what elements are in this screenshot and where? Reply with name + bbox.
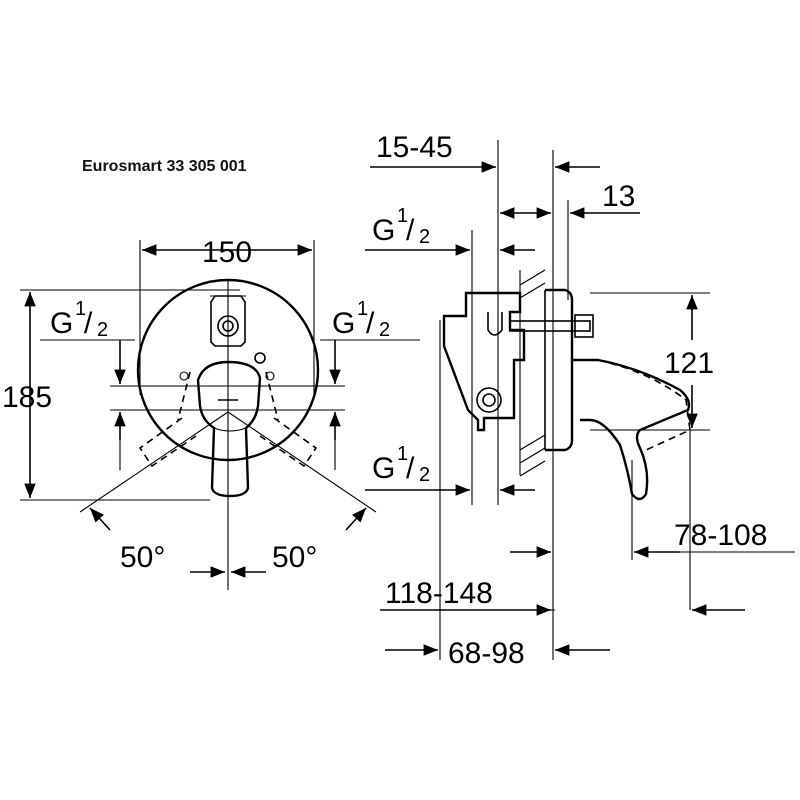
top-range-label: 15-45	[376, 131, 453, 164]
lever-profile	[572, 358, 691, 501]
height-121-label: 121	[664, 347, 714, 380]
svg-text:2: 2	[97, 319, 108, 341]
height-label: 185	[2, 381, 52, 414]
g-thread-left-label: G 1 / 2	[50, 298, 108, 341]
side-view: 15-45 13 G 1 / 2 G 1 / 2	[365, 131, 795, 670]
svg-text:G: G	[372, 452, 395, 485]
svg-text:2: 2	[379, 319, 390, 341]
svg-text:2: 2	[419, 464, 430, 486]
depth-body-label: 68-98	[448, 637, 525, 670]
svg-text:G: G	[372, 214, 395, 247]
svg-text:/: /	[406, 452, 415, 485]
svg-text:1: 1	[397, 205, 408, 227]
lever-handle	[196, 360, 262, 498]
svg-text:1: 1	[357, 298, 368, 320]
svg-text:1: 1	[397, 443, 408, 465]
svg-text:/: /	[84, 307, 93, 340]
width-label: 150	[202, 236, 252, 269]
angle-right-label: 50°	[272, 541, 317, 574]
svg-text:2: 2	[419, 226, 430, 248]
g-thread-top-label: G 1 / 2	[372, 205, 430, 248]
valve-body	[442, 291, 526, 432]
svg-text:G: G	[50, 307, 73, 340]
svg-text:G: G	[332, 307, 355, 340]
spout-range-label: 78-108	[674, 519, 767, 552]
g-thread-bottom-label: G 1 / 2	[372, 443, 430, 486]
svg-text:/: /	[366, 307, 375, 340]
product-title: Eurosmart 33 305 001	[82, 158, 247, 175]
angle-left-label: 50°	[120, 541, 165, 574]
top-offset-label: 13	[602, 180, 635, 213]
front-view: 150 185 G 1 / 2 G 1 / 2	[2, 236, 420, 590]
depth-total-label: 118-148	[385, 577, 493, 610]
svg-text:/: /	[406, 214, 415, 247]
g-thread-right-label: G 1 / 2	[332, 298, 390, 341]
wall-hatch	[519, 269, 546, 477]
svg-text:1: 1	[75, 298, 86, 320]
